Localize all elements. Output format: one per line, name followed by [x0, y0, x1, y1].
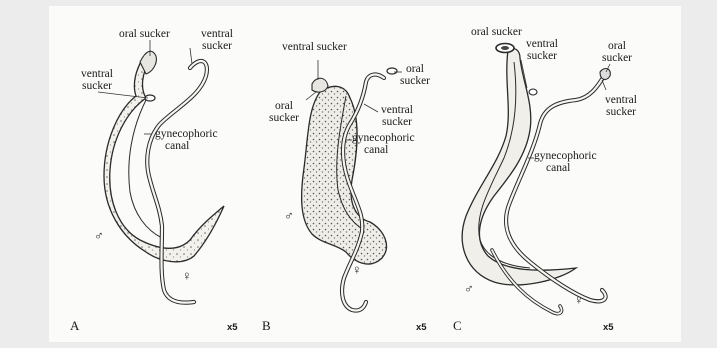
panel-b-letter: B — [262, 318, 271, 334]
panel-a-female-worm — [147, 61, 207, 303]
panel-b-ventral-sucker-top-label: ventral sucker — [282, 42, 347, 54]
panel-c-ventral-sucker-left-label: ventral sucker — [517, 39, 567, 62]
panel-a-ventral-sucker-label: ventral sucker — [190, 29, 244, 52]
panel-a-magnification: x5 — [227, 322, 238, 333]
panel-a-male-symbol: ♂ — [94, 228, 104, 244]
panel-c-male-symbol: ♂ — [464, 281, 474, 297]
panel-a-oral-sucker-label: oral sucker — [119, 29, 170, 41]
panel-c-letter: C — [453, 318, 462, 334]
panel-a-male-ventral-sucker-label: ventral sucker — [70, 69, 124, 92]
panel-c-female-symbol: ♀ — [574, 292, 584, 308]
panel-c-gynecophoric-canal-label: gynecophoric canal — [534, 151, 597, 174]
panel-a-letter: A — [70, 318, 79, 334]
panel-b-ventral-sucker-mid-label: ventral sucker — [372, 105, 422, 128]
panel-c-ventral-sucker-right-label: ventral sucker — [596, 95, 646, 118]
panel-c-oral-sucker-label: oral sucker — [471, 27, 522, 39]
panel-b-gynecophoric-canal-label: gynecophoric canal — [352, 133, 415, 156]
panel-c-oral-sucker-right-label: oral sucker — [597, 41, 637, 64]
panel-c-magnification: x5 — [603, 322, 614, 333]
panel-c-drawing — [462, 44, 610, 314]
panel-b-male-symbol: ♂ — [284, 208, 294, 224]
panel-b-oral-sucker-left-label: oral sucker — [264, 101, 304, 124]
panel-a-gynecophoric-canal-label: gynecophoric canal — [155, 129, 218, 152]
panel-b-oral-sucker-right-label: oral sucker — [398, 64, 432, 87]
panel-b-magnification: x5 — [416, 322, 427, 333]
panel-b-female-symbol: ♀ — [352, 262, 362, 278]
panel-a-female-symbol: ♀ — [182, 268, 192, 284]
